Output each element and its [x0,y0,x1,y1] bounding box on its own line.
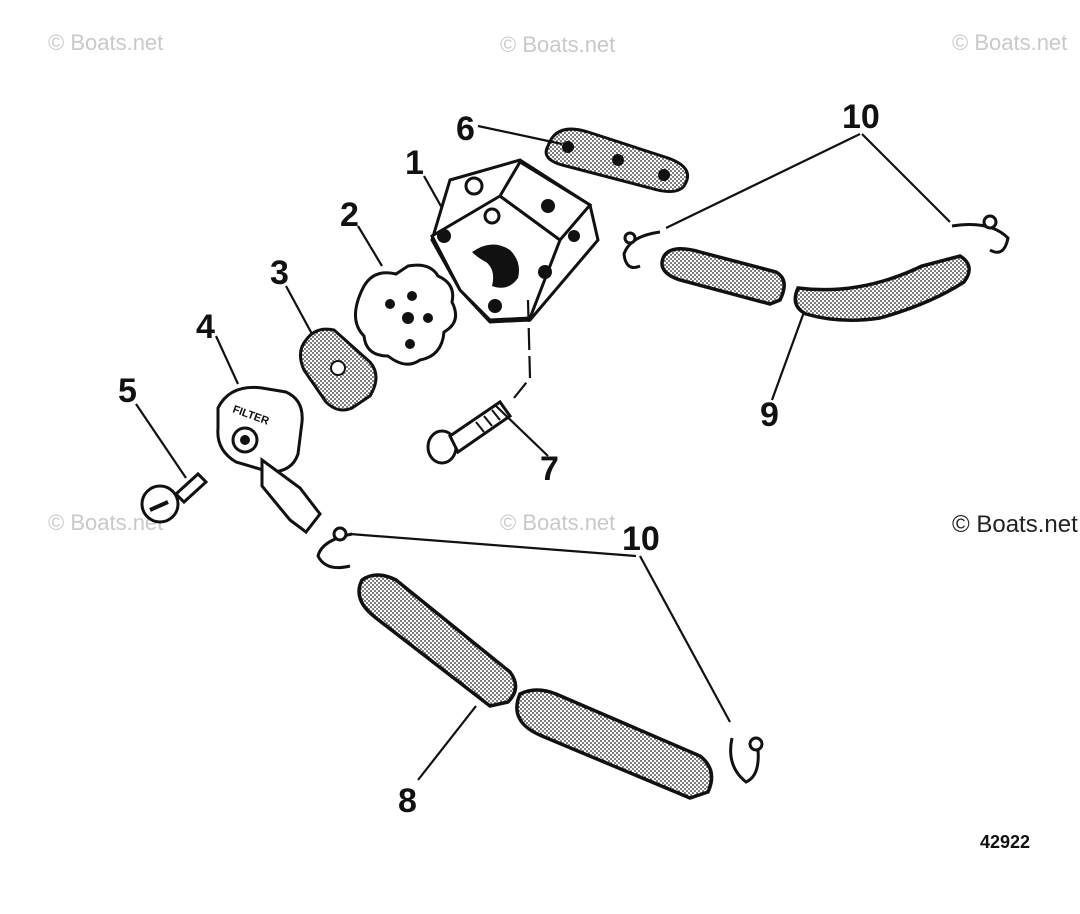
watermark: © Boats.net [952,511,1078,538]
part-3-filter-screen [299,327,378,412]
part-10-clamp-bottom-right [729,736,764,784]
part-5-screw [140,471,209,524]
callout-10-top: 10 [842,98,880,136]
watermark: © Boats.net [952,30,1067,55]
part-9-hose [660,247,971,322]
callout-6: 6 [456,110,475,148]
watermark: © Boats.net [48,30,163,55]
part-6-gasket [544,127,689,193]
callout-5: 5 [118,372,137,410]
callout-1: 1 [405,144,424,182]
part-10-clamp-top-right [951,214,1010,254]
part-7-bolt [426,399,513,465]
part-10-clamp-top-left [622,230,661,269]
callout-2: 2 [340,196,359,234]
part-1-fuel-pump-body [430,158,600,324]
part-2-diaphragm [354,263,458,366]
callout-9: 9 [760,396,779,434]
part-10-clamp-bottom-left [316,526,353,570]
part-8-hose [357,573,714,800]
leader-lines [135,124,951,781]
drawing-number: 42922 [980,832,1030,852]
watermark: © Boats.net [500,32,615,57]
watermark: © Boats.net [500,510,615,535]
callout-8: 8 [398,782,417,820]
callout-10-bottom: 10 [622,520,660,558]
callout-3: 3 [270,254,289,292]
callout-4: 4 [196,308,215,346]
callout-7: 7 [540,450,559,488]
part-4-filter-cover: FILTER [216,385,322,535]
